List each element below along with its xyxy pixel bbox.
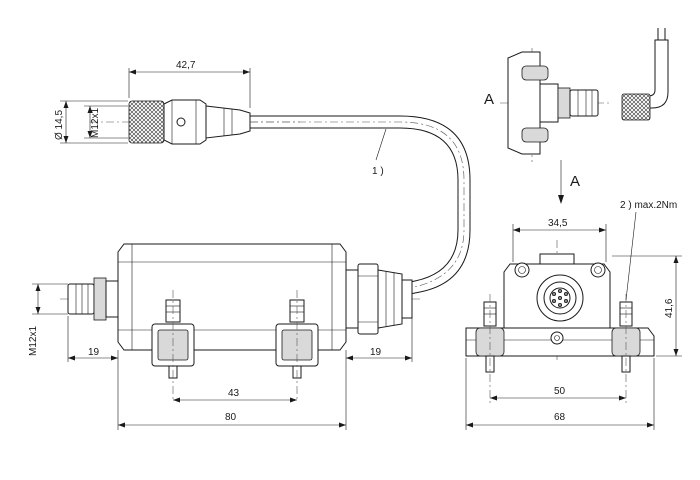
dim-front-height: 41,6 [612,255,682,357]
dim-label: 19 [370,347,382,358]
dim-connector-diameter: Ø 14,5 M12x1 [54,100,128,144]
dim-label: 34,5 [548,218,568,229]
section-view [500,48,612,162]
side-view-body [60,243,420,400]
view-arrow: A [558,160,580,204]
dim-hole-spacing-side: 43 [173,388,297,403]
dim-label: 42,7 [176,60,196,71]
dim-hole-spacing-front: 50 [490,386,626,401]
dim-label: Ø 14,5 [54,110,65,140]
dim-thread-side: M12x1 [28,283,68,356]
dim-front-width-top: 34,5 [512,218,607,262]
dim-offsets: 19 19 [67,316,413,430]
dim-label: 41,6 [664,298,675,318]
dim-label: 68 [554,412,566,423]
dim-label: 80 [225,412,237,423]
dim-label: M12x1 [90,108,101,138]
cable-note: 1 ) [372,166,384,177]
dim-label: 19 [88,347,100,358]
dim-label: M12x1 [28,326,39,356]
angled-connector [621,28,669,121]
cable [250,115,471,295]
front-view [465,240,655,404]
dim-connector-length: 42,7 [128,60,251,108]
m12-connector-top [90,99,300,145]
view-label: A [570,173,580,190]
dim-body-length: 80 [118,412,346,428]
dim-label: 43 [228,388,240,399]
dim-label: 50 [554,386,566,397]
section-label: A [484,91,494,108]
torque-note: 2 ) max.2Nm [620,200,677,211]
dim-front-width-total: 68 [465,358,655,430]
